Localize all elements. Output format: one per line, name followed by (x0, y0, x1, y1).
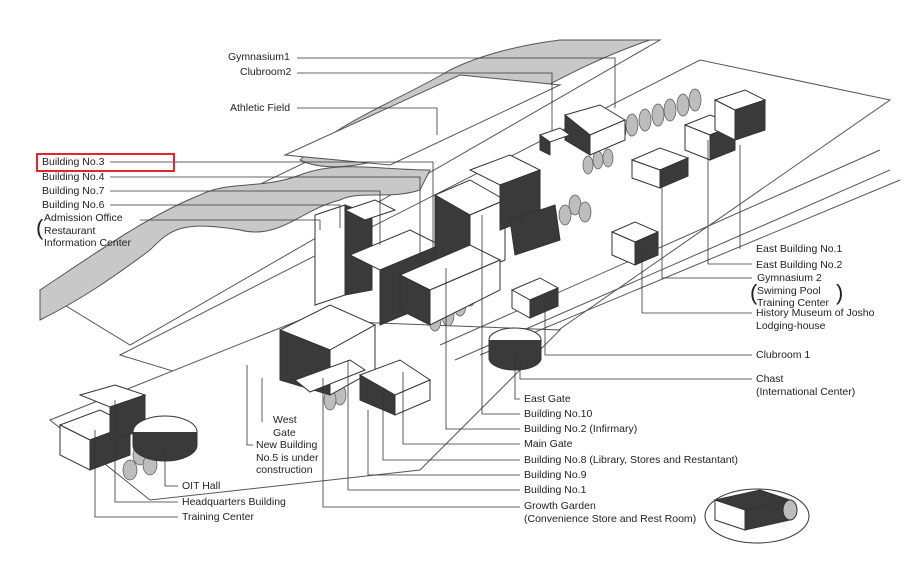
label-history-line1: History Museum of Josho (756, 307, 875, 319)
label-growth-line2: (Convenience Store and Rest Room) (524, 512, 697, 525)
inset-illustration (704, 488, 810, 544)
label-new5-line3: construction (256, 464, 313, 476)
label-admission: ( Admission Office Restaurant Informatio… (36, 212, 131, 249)
label-new-building-5: New Building No.5 is under construction (256, 439, 318, 477)
label-west-gate-line2: Gate (273, 426, 296, 439)
label-history-museum: History Museum of Josho Lodging-house (756, 307, 874, 332)
label-building4: Building No.4 (42, 171, 105, 183)
label-building8: Building No.8 (Library, Stores and Resta… (524, 454, 738, 466)
label-gymnasium2: ( ) Gymnasium 2 Swiming Pool Training Ce… (750, 272, 844, 309)
label-admission-line2: Restaurant (44, 224, 96, 237)
label-building10: Building No.10 (524, 408, 593, 420)
label-gym2-line3: Training Center (757, 297, 829, 309)
label-east-building1: East Building No.1 (756, 243, 843, 255)
label-training-center: Training Center (182, 511, 254, 523)
buildings (58, 89, 767, 471)
label-building3: Building No.3 (42, 156, 105, 168)
leader-lines (94, 57, 752, 518)
label-east-gate: East Gate (524, 393, 571, 405)
label-west-gate-line1: West (273, 414, 297, 426)
label-clubroom2: Clubroom2 (240, 66, 292, 78)
label-gym2-line1: Gymnasium 2 (757, 272, 822, 284)
label-building7: Building No.7 (42, 185, 105, 197)
label-history-line2: Lodging-house (756, 319, 826, 332)
label-oit-hall: OIT Hall (182, 480, 221, 492)
label-growth-garden: Growth Garden (Convenience Store and Res… (524, 500, 696, 525)
label-east-building2: East Building No.2 (756, 259, 843, 271)
label-clubroom1: Clubroom 1 (756, 349, 811, 361)
label-building1: Building No.1 (524, 484, 587, 496)
label-headquarters: Headquarters Building (182, 496, 286, 508)
highlight-box (36, 153, 175, 172)
label-chast-line1: Chast (756, 373, 784, 385)
label-chast-line2: (International Center) (756, 385, 856, 398)
label-main-gate: Main Gate (524, 438, 573, 450)
label-admission-line1: Admission Office (44, 212, 123, 224)
label-athletic-field: Athletic Field (230, 102, 291, 114)
label-building2: Building No.2 (Infirmary) (524, 423, 638, 435)
label-west-gate: West Gate (273, 414, 297, 439)
label-gym2-line2: Swiming Pool (757, 284, 821, 297)
label-gymnasium1: Gymnasium1 (228, 51, 290, 63)
label-new5-line2: No.5 is under (256, 451, 319, 464)
label-chast: Chast (International Center) (756, 373, 855, 398)
label-growth-line1: Growth Garden (524, 500, 596, 512)
label-building9: Building No.9 (524, 469, 587, 481)
label-admission-line3: Information Center (44, 237, 131, 249)
label-new5-line1: New Building (256, 439, 318, 451)
label-building6: Building No.6 (42, 199, 105, 211)
